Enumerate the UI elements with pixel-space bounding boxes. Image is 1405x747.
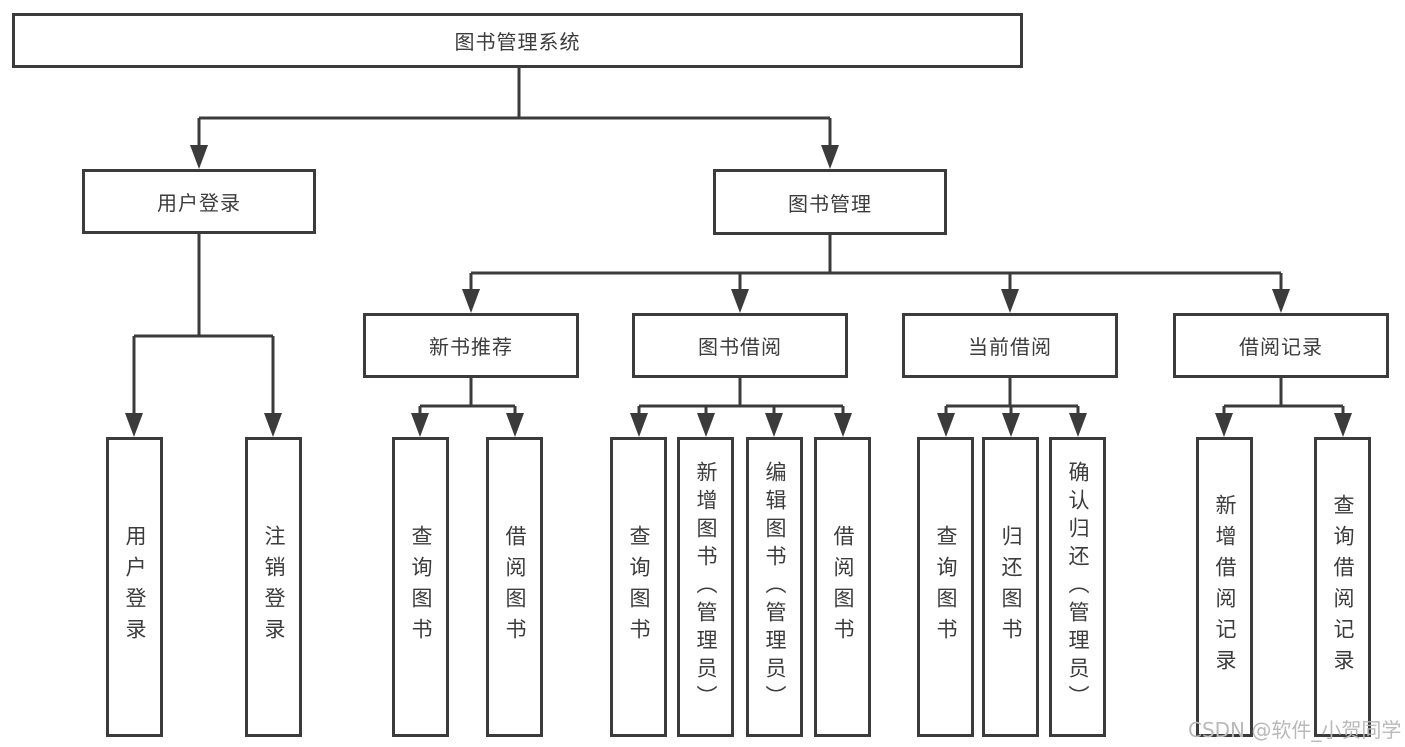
node-new-book-recommend: 新书推荐 (363, 313, 579, 378)
leaf-query-book-recommend: 查询图书 (392, 437, 449, 737)
connector-borrow-record (1215, 378, 1352, 437)
connector-current-borrow (937, 378, 1087, 437)
leaf-edit-book-admin: 编辑图书（管理员） (746, 437, 803, 737)
node-book-borrow: 图书借阅 (632, 313, 848, 378)
node-borrow-record: 借阅记录 (1173, 313, 1389, 378)
node-label: 借阅记录 (1239, 335, 1323, 359)
leaf-borrow-book: 借阅图书 (814, 437, 871, 737)
node-book-management: 图书管理 (713, 169, 947, 235)
connector-book-borrow (630, 378, 852, 437)
node-library-system: 图书管理系统 (12, 13, 1023, 68)
csdn-watermark: CSDN @软件_小贺同学 (1188, 718, 1402, 742)
node-label: 当前借阅 (968, 335, 1052, 359)
node-current-borrow: 当前借阅 (902, 313, 1118, 378)
leaf-add-borrow-record: 新增借阅记录 (1196, 437, 1253, 737)
node-label: 新书推荐 (429, 335, 513, 359)
leaf-add-book-admin: 新增图书（管理员） (677, 437, 734, 737)
leaf-return-book: 归还图书 (982, 437, 1039, 737)
node-label: 图书管理 (788, 191, 872, 216)
connector-root (190, 68, 839, 169)
leaf-logout: 注销登录 (245, 437, 302, 737)
leaf-query-book-current: 查询图书 (917, 437, 974, 737)
leaf-user-login: 用户登录 (106, 437, 163, 737)
connector-book-management (462, 235, 1290, 313)
node-label: 图书管理系统 (454, 30, 581, 54)
leaf-borrow-book-recommend: 借阅图书 (486, 437, 543, 737)
leaf-query-borrow-record: 查询借阅记录 (1314, 437, 1371, 737)
connector-new-book (411, 378, 524, 437)
connector-user-login (125, 234, 282, 437)
leaf-query-book-borrow: 查询图书 (610, 437, 667, 737)
node-label: 图书借阅 (698, 335, 782, 359)
leaf-confirm-return-admin: 确认归还（管理员） (1049, 437, 1106, 737)
node-label: 用户登录 (157, 191, 241, 215)
node-user-login: 用户登录 (82, 169, 316, 234)
